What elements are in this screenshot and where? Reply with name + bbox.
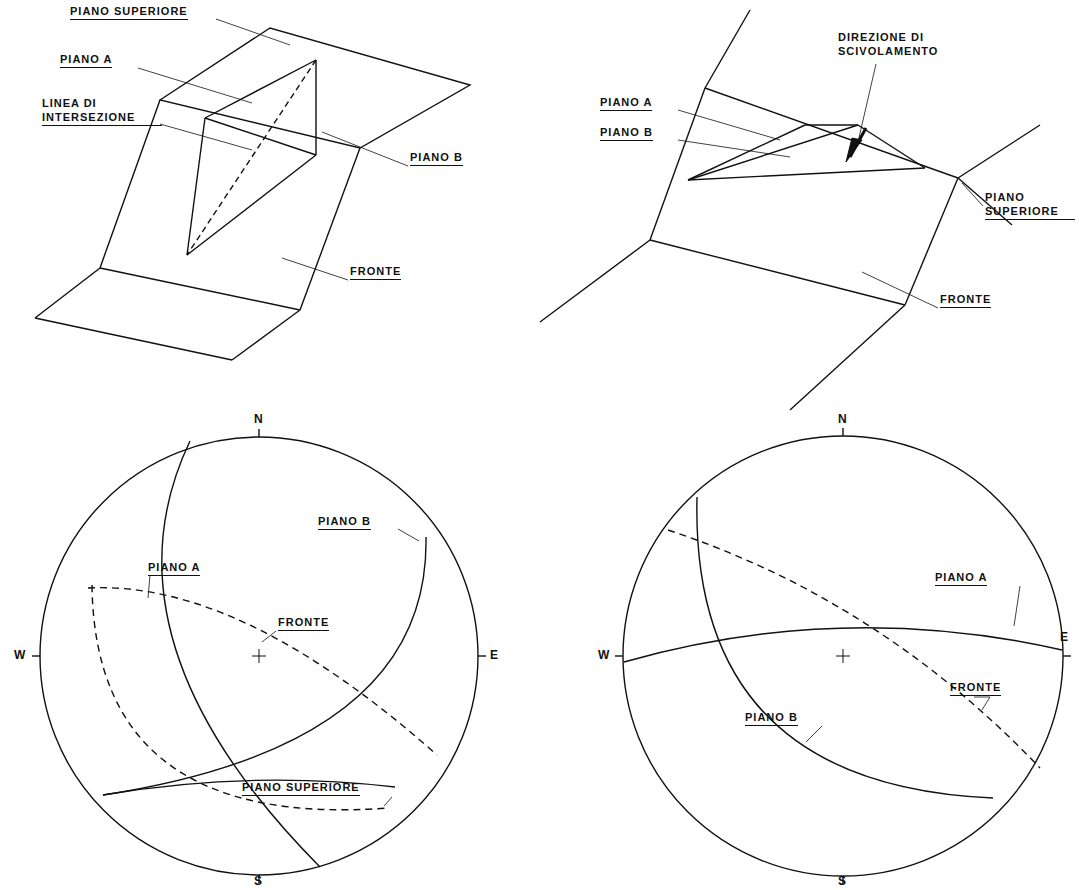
compass-point: S [254,874,263,888]
plane-name: FRONTE [950,680,1001,696]
plane-name: PIANO B [745,710,798,726]
compass-point: N [838,412,848,426]
part-name: PIANO SUPERIORE [985,190,1075,220]
plane-name: PIANO B [318,514,371,530]
compass-point: E [490,648,499,662]
plane-name: FRONTE [278,615,329,631]
part-name: DIREZIONE DI SCIVOLAMENTO [838,30,963,58]
compass-point: S [838,874,847,888]
part-name: PIANO SUPERIORE [70,4,188,20]
part-name: LINEA DI INTERSEZIONE [42,96,162,126]
part-name: PIANO A [600,95,652,111]
part-name: PIANO A [60,52,112,68]
part-name: PIANO B [600,125,653,141]
compass-point: W [14,648,26,662]
plane-name: PIANO SUPERIORE [242,780,360,796]
plane-name: PIANO A [148,560,200,576]
part-name: FRONTE [940,292,991,308]
compass-point: E [1060,630,1069,644]
part-name: PIANO B [410,150,463,166]
plane-name: PIANO A [935,570,987,586]
compass-point: N [254,412,264,426]
compass-point: W [598,648,610,662]
part-name: FRONTE [350,264,401,280]
